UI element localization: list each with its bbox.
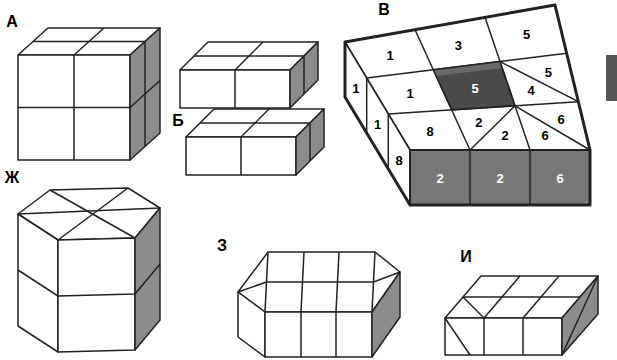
piece-number: 3 bbox=[455, 38, 462, 51]
figure-letter: В bbox=[378, 2, 390, 18]
figure-letter: З bbox=[217, 238, 227, 254]
figure-letter: Б bbox=[172, 113, 184, 129]
cube-figure bbox=[18, 28, 160, 160]
piece-number: 2 bbox=[436, 171, 443, 184]
cut-off-piece bbox=[606, 55, 617, 101]
piece-number: 5 bbox=[523, 28, 530, 41]
tray-figure bbox=[345, 5, 590, 205]
piece-number: 2 bbox=[475, 115, 482, 128]
piece-number: 6 bbox=[541, 129, 548, 142]
figure-letter: Ж bbox=[5, 170, 19, 186]
figure-letter: А bbox=[6, 14, 18, 30]
piece-number: 1 bbox=[374, 117, 381, 130]
piece-number: 5 bbox=[471, 82, 478, 95]
slab-figure bbox=[186, 109, 324, 175]
piece-number: 5 bbox=[545, 66, 552, 79]
piece-number: 2 bbox=[496, 171, 503, 184]
piece-number: 4 bbox=[527, 83, 534, 96]
piece-number: 2 bbox=[501, 129, 508, 142]
piece-number: 8 bbox=[396, 153, 403, 166]
piece-number: 6 bbox=[557, 113, 564, 126]
piece-number: 1 bbox=[386, 49, 393, 62]
piece-number: 1 bbox=[406, 86, 413, 99]
hex-prism-figure bbox=[18, 188, 160, 352]
slab-figure bbox=[180, 42, 318, 108]
piece-number: 8 bbox=[426, 125, 433, 138]
figure-letter: И bbox=[460, 249, 472, 265]
slab-figure bbox=[445, 276, 598, 355]
piece-number: 1 bbox=[352, 81, 359, 94]
piece-number: 6 bbox=[556, 171, 563, 184]
prism-slab-figure bbox=[238, 252, 400, 357]
